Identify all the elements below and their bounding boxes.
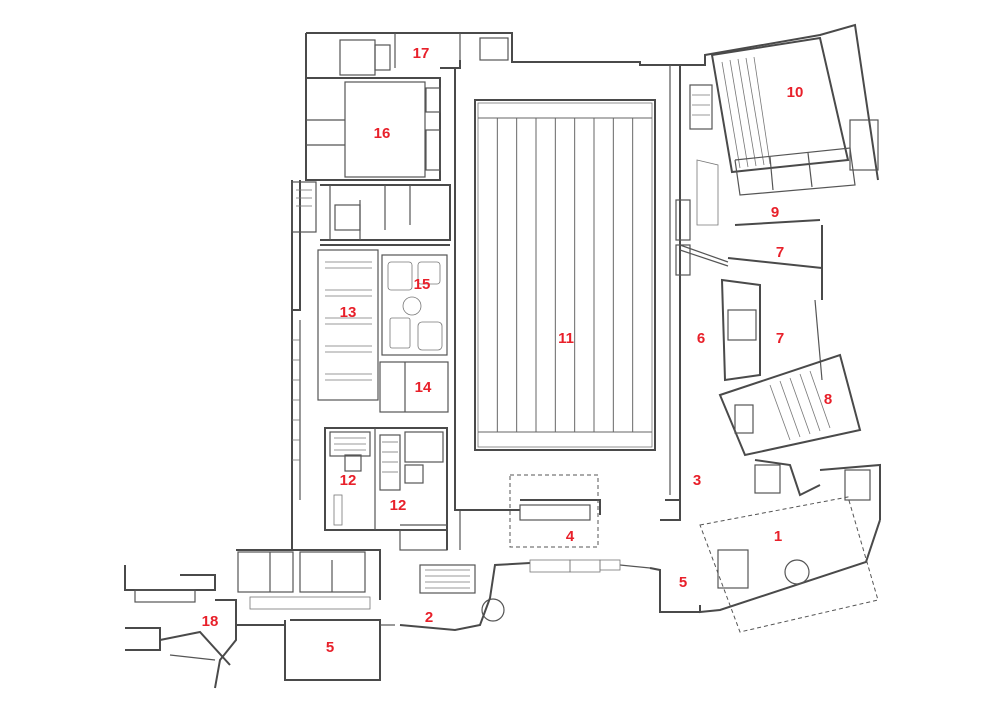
label-8: 8 [824, 391, 832, 408]
revolving-door [784, 559, 810, 585]
pool-lanes [478, 117, 652, 433]
north-wing-walls [305, 32, 513, 181]
bleachers-8 [769, 370, 831, 441]
label-12-east: 12 [390, 497, 407, 514]
label-12-west: 12 [340, 472, 357, 489]
locker-rows [325, 261, 372, 381]
label-18: 18 [202, 613, 219, 630]
south-wing-walls [124, 549, 621, 689]
label-5-south: 5 [326, 639, 334, 656]
label-5-east: 5 [679, 574, 687, 591]
label-6: 6 [697, 330, 705, 347]
label-16: 16 [374, 125, 391, 142]
lap-pool [474, 99, 656, 451]
bleachers-10 [721, 56, 771, 169]
label-1: 1 [774, 528, 782, 545]
label-9: 9 [771, 204, 779, 221]
label-7-south: 7 [776, 330, 784, 347]
label-15: 15 [414, 276, 431, 293]
label-4: 4 [566, 528, 575, 545]
east-wing-walls [619, 23, 881, 633]
area-4-outline [509, 474, 599, 548]
label-11: 11 [558, 330, 574, 347]
natatorium [440, 55, 729, 548]
label-10: 10 [787, 84, 804, 101]
west-wing-walls [291, 180, 461, 551]
label-7-north: 7 [776, 244, 784, 261]
label-13: 13 [340, 304, 357, 321]
label-14: 14 [415, 379, 432, 396]
label-17: 17 [413, 45, 430, 62]
label-2: 2 [425, 609, 433, 626]
room-labels: 1 2 3 4 5 5 6 7 7 8 9 10 11 12 12 13 14 … [202, 45, 833, 656]
label-3: 3 [693, 472, 701, 489]
